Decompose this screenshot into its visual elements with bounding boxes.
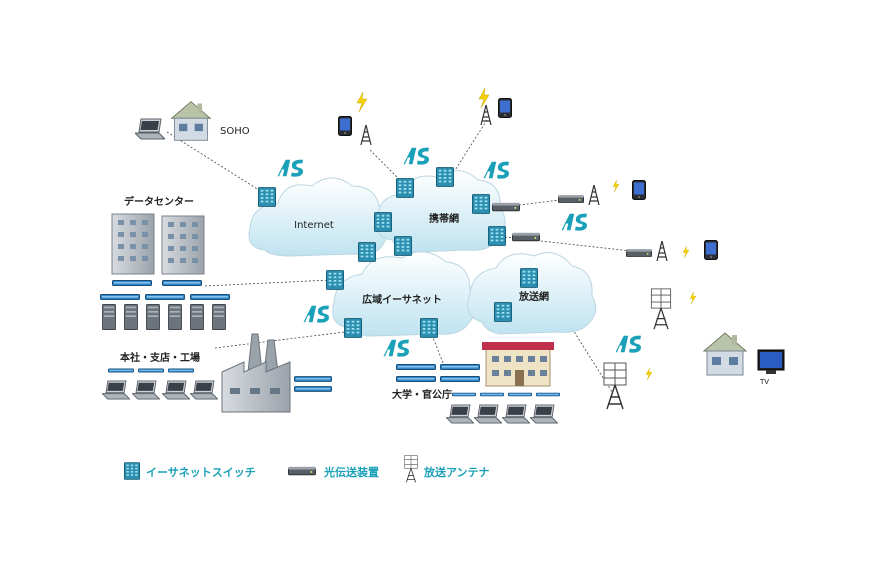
legend-antenna-label: 放送アンテナ bbox=[423, 465, 490, 479]
lightning-icon bbox=[645, 368, 653, 380]
factory bbox=[221, 333, 291, 413]
mobile-cloud-label: 携帯網 bbox=[429, 212, 459, 225]
as-logo bbox=[303, 305, 329, 323]
ethernet-switch-icon bbox=[488, 226, 506, 246]
soho-label: SOHO bbox=[220, 126, 250, 137]
university-switch-row bbox=[452, 392, 560, 397]
mobile-phone-icon bbox=[632, 180, 646, 200]
ethernet-switch-icon bbox=[472, 194, 490, 214]
legend-antenna-icon bbox=[404, 455, 418, 483]
tv-label: TV bbox=[759, 378, 769, 386]
as-logo bbox=[277, 159, 303, 177]
mobile-phone-icon bbox=[338, 116, 352, 136]
hq-label: 本社・支店・工場 bbox=[120, 351, 200, 364]
ethernet-switch-icon bbox=[344, 318, 362, 338]
hq-racks bbox=[108, 368, 194, 373]
ethernet-switch-icon bbox=[520, 268, 538, 288]
as-logo bbox=[403, 147, 429, 165]
connection-lines bbox=[166, 119, 641, 393]
ethernet-switch-icon bbox=[258, 187, 276, 207]
tv-house bbox=[703, 332, 747, 376]
broadcast-antenna-icon bbox=[603, 362, 627, 410]
university-laptops bbox=[446, 404, 558, 424]
datacenter-racks bbox=[100, 280, 230, 300]
broadcast-cloud: 放送網 bbox=[467, 252, 597, 335]
broadcast-cloud-label: 放送網 bbox=[518, 290, 549, 303]
legend-transmission-label: 光伝送装置 bbox=[323, 465, 379, 479]
datacenter-label: データセンター bbox=[124, 195, 194, 208]
cell-tower-icon bbox=[656, 240, 668, 262]
lightning-icon bbox=[689, 292, 697, 304]
legend-switch-label: イーサネットスイッチ bbox=[146, 466, 256, 479]
lightning-icon bbox=[682, 246, 690, 258]
as-logo bbox=[383, 339, 409, 357]
legend-switch-icon bbox=[124, 462, 140, 480]
university-label: 大学・官公庁 bbox=[392, 388, 452, 401]
as-logo bbox=[483, 161, 509, 179]
as-logo bbox=[561, 213, 587, 231]
cell-tower-icon bbox=[480, 104, 492, 126]
soho-laptop-icon bbox=[135, 118, 165, 140]
optical-transmission-icon bbox=[492, 202, 520, 212]
ethernet-switch-icon bbox=[374, 212, 392, 232]
hq-laptops bbox=[102, 380, 218, 400]
ethernet-switch-icon bbox=[326, 270, 344, 290]
mobile-phone-icon bbox=[704, 240, 718, 260]
lightning-icon bbox=[356, 92, 368, 112]
optical-transmission-icon bbox=[512, 232, 540, 242]
legend-transmission-icon bbox=[288, 466, 316, 476]
factory-racks bbox=[294, 376, 332, 392]
optical-transmission-icon bbox=[626, 248, 652, 257]
datacenter-buildings bbox=[111, 213, 205, 275]
mobile-phone-icon bbox=[498, 98, 512, 118]
ethernet-switch-icon bbox=[394, 236, 412, 256]
ethernet-switch-icon bbox=[494, 302, 512, 322]
cell-tower-icon bbox=[360, 124, 372, 146]
legend: イーサネットスイッチ 光伝送装置 放送アンテナ bbox=[124, 455, 490, 483]
university-racks bbox=[396, 364, 480, 382]
soho-house bbox=[171, 101, 211, 141]
ethernet-switch-icon bbox=[358, 242, 376, 262]
ethernet-switch-icon bbox=[396, 178, 414, 198]
university-building bbox=[482, 342, 554, 387]
broadcast-antenna-icon bbox=[650, 288, 672, 330]
lightning-icon bbox=[612, 180, 620, 192]
tv-icon bbox=[757, 349, 785, 374]
wide-area-cloud: 広域イーサネット bbox=[332, 251, 477, 337]
lightning-icon bbox=[478, 88, 490, 108]
wide-area-cloud-label: 広域イーサネット bbox=[362, 293, 442, 306]
cell-tower-icon bbox=[588, 184, 600, 206]
optical-transmission-icon bbox=[558, 194, 584, 203]
ethernet-switch-icon bbox=[436, 167, 454, 187]
as-logo bbox=[615, 335, 641, 353]
ethernet-switch-icon bbox=[420, 318, 438, 338]
internet-cloud-label: Internet bbox=[294, 220, 334, 231]
datacenter-servers bbox=[102, 304, 226, 330]
